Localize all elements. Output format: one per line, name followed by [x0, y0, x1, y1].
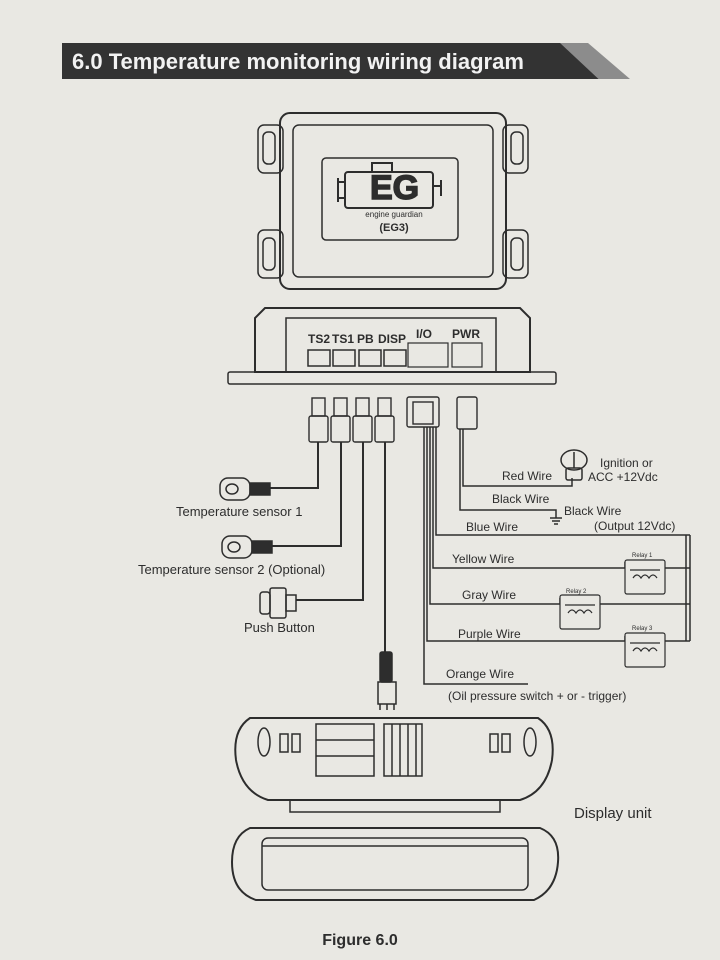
- port-label-ts2: TS2: [308, 332, 330, 346]
- relay-3: [624, 632, 666, 668]
- figure-caption: Figure 6.0: [322, 932, 398, 949]
- ignition-label-voltage: ACC +12Vdc: [588, 470, 658, 484]
- temperature-sensor-2: [221, 535, 273, 559]
- pwr-wires: [459, 429, 573, 525]
- brand-name: engine guardian: [365, 210, 422, 219]
- ignition-key: [560, 449, 588, 481]
- gray-wire-label: Gray Wire: [462, 588, 516, 602]
- orange-wire-label: Orange Wire: [446, 667, 514, 681]
- port-label-pwr: PWR: [452, 327, 480, 341]
- oil-pressure-note: (Oil pressure switch + or - trigger): [448, 689, 626, 703]
- model-label: (EG3): [379, 222, 409, 234]
- black-wire-pwr-label: Black Wire: [492, 492, 550, 506]
- relay-2: [559, 594, 601, 630]
- section-title: 6.0 Temperature monitoring wiring diagra…: [72, 49, 524, 74]
- push-button: [259, 587, 297, 619]
- port-label-io: I/O: [416, 327, 432, 341]
- wire-plugs: [308, 396, 478, 443]
- temperature-sensor-1: [219, 477, 271, 501]
- logo-letters: EG: [370, 169, 419, 207]
- display-unit-front: [230, 827, 560, 901]
- ignition-label: Ignition or: [600, 456, 653, 470]
- engine-guardian-logo: [337, 162, 442, 209]
- relay-1-label: Relay 1: [632, 553, 653, 559]
- push-button-label: Push Button: [244, 620, 315, 635]
- output-note: (Output 12Vdc): [594, 519, 675, 533]
- sensor-cables: [270, 442, 386, 652]
- blue-wire-label: Blue Wire: [466, 520, 518, 534]
- purple-wire-label: Purple Wire: [458, 627, 521, 641]
- port-label-pb: PB: [357, 332, 374, 346]
- relay-2-label: Relay 2: [566, 589, 587, 595]
- control-module: [257, 112, 529, 290]
- port-label-disp: DISP: [378, 332, 406, 346]
- black-wire-out-label: Black Wire: [564, 504, 622, 518]
- relay-3-label: Relay 3: [632, 626, 653, 632]
- display-plug: [377, 651, 397, 710]
- yellow-wire-label: Yellow Wire: [452, 552, 515, 566]
- io-wire-harness: [423, 427, 690, 685]
- section-header-bar: 6.0 Temperature monitoring wiring diagra…: [62, 43, 622, 79]
- temperature-sensor-2-label: Temperature sensor 2 (Optional): [138, 562, 325, 577]
- relay-1: [624, 559, 666, 595]
- port-label-ts1: TS1: [332, 332, 354, 346]
- control-module-connector-view: [227, 307, 557, 385]
- temperature-sensor-1-label: Temperature sensor 1: [176, 504, 302, 519]
- display-unit-back: [234, 717, 554, 813]
- red-wire-label: Red Wire: [502, 469, 552, 483]
- display-unit-label: Display unit: [574, 805, 652, 822]
